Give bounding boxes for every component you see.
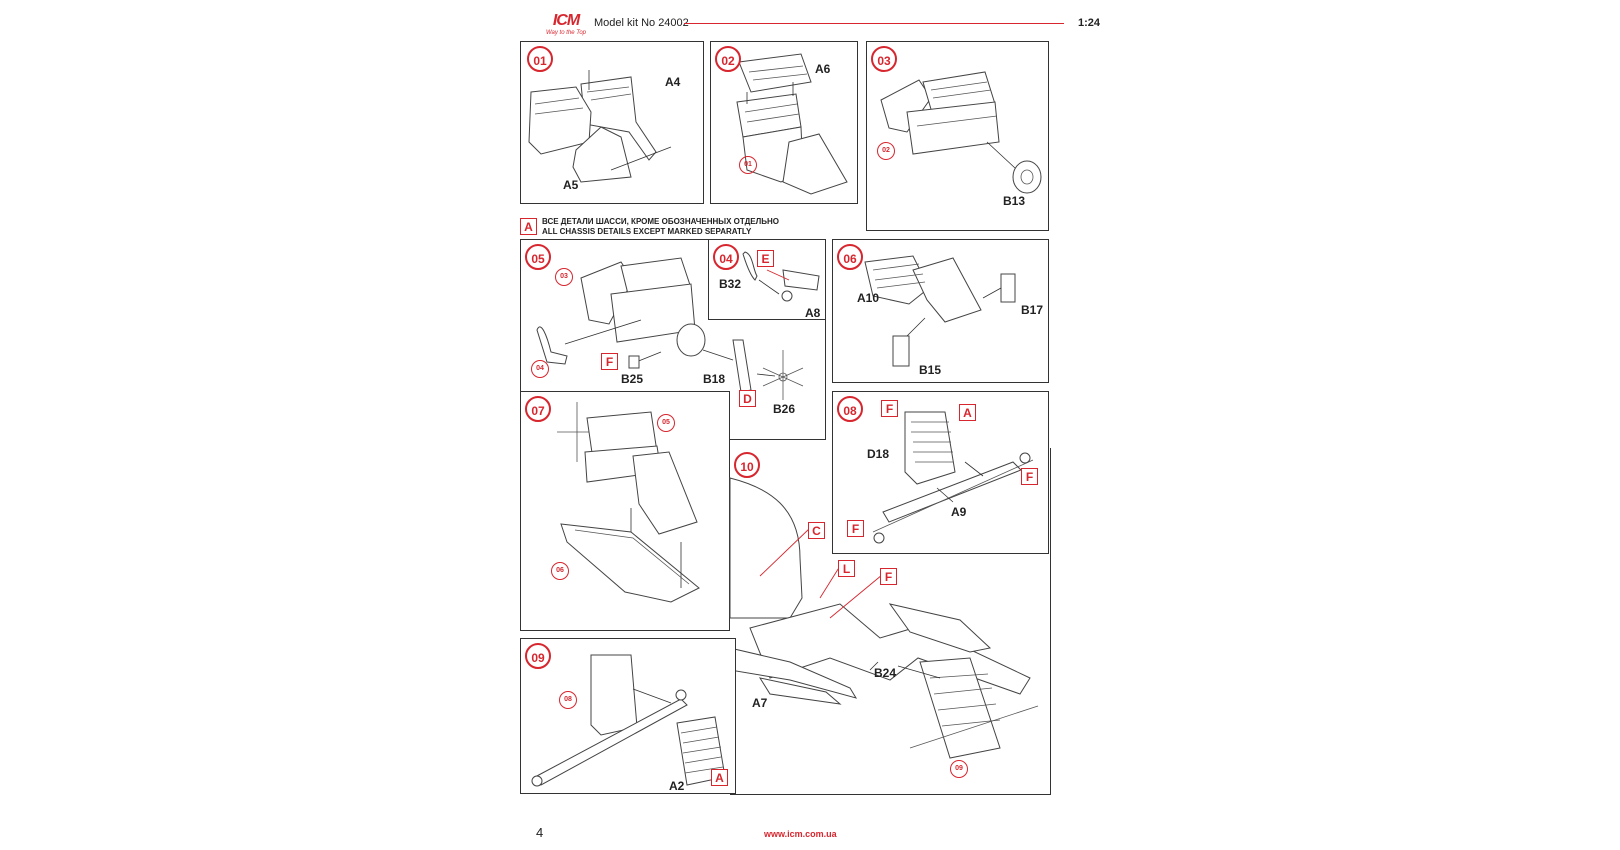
header-rule (684, 23, 1064, 24)
part-label-a9: A9 (951, 505, 967, 519)
ref-step-03: 03 (555, 268, 573, 286)
color-marker-a-2: A (959, 404, 976, 421)
ref-step-08: 08 (559, 691, 577, 709)
part-label-b17: B17 (1021, 303, 1044, 317)
step-03-number: 03 (871, 46, 897, 72)
kit-label: Model kit No 24002 (594, 17, 689, 29)
ref-step-02: 02 (877, 142, 895, 160)
step-08-panel: 08 F A D18 F F A9 (832, 391, 1049, 554)
step-04-drawing (742, 251, 820, 302)
color-marker-f-4: F (1021, 468, 1038, 485)
part-label-b25: B25 (621, 372, 644, 386)
step-06-drawing (864, 255, 1016, 367)
ref-step-06: 06 (551, 562, 569, 580)
icm-logo: ICM Way to the Top (544, 12, 588, 40)
part-label-a4: A4 (665, 75, 681, 89)
ref-step-05: 05 (657, 414, 675, 432)
step-01-drawing (528, 70, 672, 183)
part-label-b18: B18 (703, 372, 726, 386)
color-marker-f: F (601, 353, 618, 370)
note-ru: ВСЕ ДЕТАЛИ ШАССИ, КРОМЕ ОБОЗНАЧЕННЫХ ОТД… (542, 217, 779, 226)
part-label-b26: B26 (773, 402, 796, 416)
step-10-area: 10 C L F B24 A7 09 (729, 448, 1051, 795)
part-label-a2: A2 (669, 779, 685, 793)
part-label-a5: A5 (563, 178, 579, 192)
step-02-panel: 02 A6 01 (710, 41, 858, 204)
part-label-a7: A7 (752, 696, 768, 710)
color-marker-l: L (838, 560, 855, 577)
color-marker-a: A (520, 218, 537, 235)
part-label-a10: A10 (857, 291, 880, 305)
color-marker-c: C (808, 522, 825, 539)
step-05-drawing (536, 257, 804, 401)
color-marker-d: D (739, 390, 756, 407)
footer-url[interactable]: www.icm.com.ua (764, 829, 837, 839)
header: ICM Way to the Top Model kit No 24002 1:… (534, 12, 1100, 42)
step-06-number: 06 (837, 244, 863, 270)
step-09-panel: 09 08 A A2 (520, 638, 736, 794)
color-marker-e: E (757, 250, 774, 267)
part-label-b24: B24 (874, 666, 897, 680)
color-marker-f-2: F (880, 568, 897, 585)
scale-label: 1:24 (1077, 17, 1100, 29)
step-07-number: 07 (525, 396, 551, 422)
step-07-panel: 07 05 06 (520, 391, 730, 631)
part-label-a8: A8 (805, 306, 821, 320)
step-03-drawing (880, 71, 1042, 194)
step-09-number: 09 (525, 643, 551, 669)
part-label-b32: B32 (719, 277, 742, 291)
color-marker-a-3: A (711, 769, 728, 786)
step-10-number: 10 (734, 452, 760, 478)
part-label-d18: D18 (867, 447, 890, 461)
step-09-drawing (531, 654, 726, 787)
page-number: 4 (536, 825, 544, 840)
step-08-number: 08 (837, 396, 863, 422)
step-07-drawing (557, 402, 700, 603)
part-label-a6: A6 (815, 62, 831, 76)
color-marker-f-5: F (847, 520, 864, 537)
step-10-drawing (729, 477, 1039, 759)
logo-text: ICM (552, 12, 580, 29)
step-06-panel: 06 A10 B17 B15 (832, 239, 1049, 383)
ref-step-09: 09 (950, 760, 968, 778)
step-04-panel: 04 E B32 A8 (708, 239, 826, 320)
step-02-number: 02 (715, 46, 741, 72)
part-label-b13: B13 (1003, 194, 1026, 208)
step-05-number: 05 (525, 244, 551, 270)
part-label-b15: B15 (919, 363, 942, 377)
step-02-drawing (736, 53, 848, 195)
color-marker-f-3: F (881, 400, 898, 417)
note-en: ALL CHASSIS DETAILS EXCEPT MARKED SEPARA… (542, 227, 752, 236)
step-01-number: 01 (527, 46, 553, 72)
step-04-number: 04 (713, 244, 739, 270)
step-08-drawing (872, 411, 1034, 544)
step-01-panel: 01 A4 A5 (520, 41, 704, 204)
instruction-page: ICM Way to the Top Model kit No 24002 1:… (520, 0, 1100, 850)
step-03-panel: 03 02 B13 (866, 41, 1049, 231)
ref-step-04: 04 (531, 360, 549, 378)
logo-tagline: Way to the Top (545, 30, 587, 36)
ref-step-01: 01 (739, 156, 757, 174)
